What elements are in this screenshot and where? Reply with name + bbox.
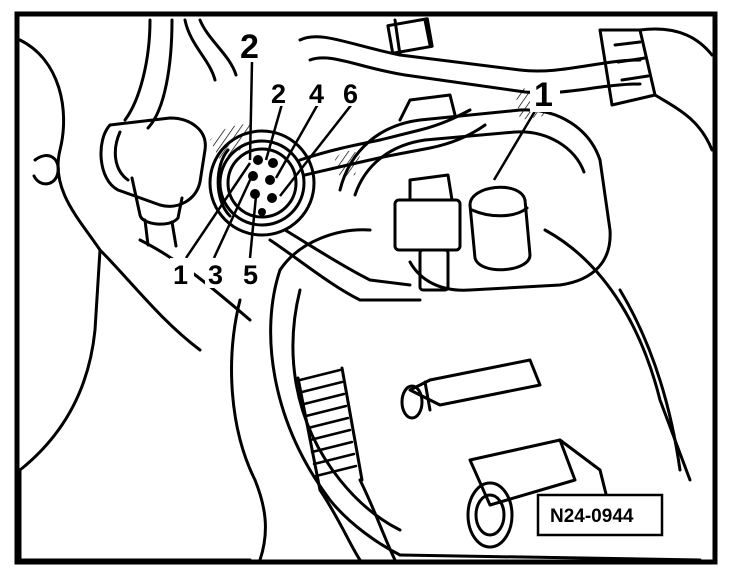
callout-pin-4: 4 (309, 79, 324, 109)
callout-pin-2: 2 (271, 79, 286, 109)
callout-component-1: 1 (534, 76, 553, 114)
drawing (18, 17, 714, 562)
leader-lines (184, 61, 540, 259)
callout-pin-3: 3 (208, 260, 223, 290)
shaded-area (210, 124, 255, 160)
shaded-area (335, 150, 360, 178)
callout-labels: 2 2 4 6 1 3 5 1 (170, 28, 560, 290)
callout-pin-5: 5 (243, 260, 258, 290)
coil-spring (298, 368, 358, 478)
figure-code-box: N24-0944 (536, 493, 664, 537)
callout-top-connector: 2 (240, 28, 259, 66)
callout-pin-1: 1 (173, 260, 188, 290)
callout-pin-6: 6 (343, 79, 358, 109)
figure-code: N24-0944 (550, 506, 634, 527)
